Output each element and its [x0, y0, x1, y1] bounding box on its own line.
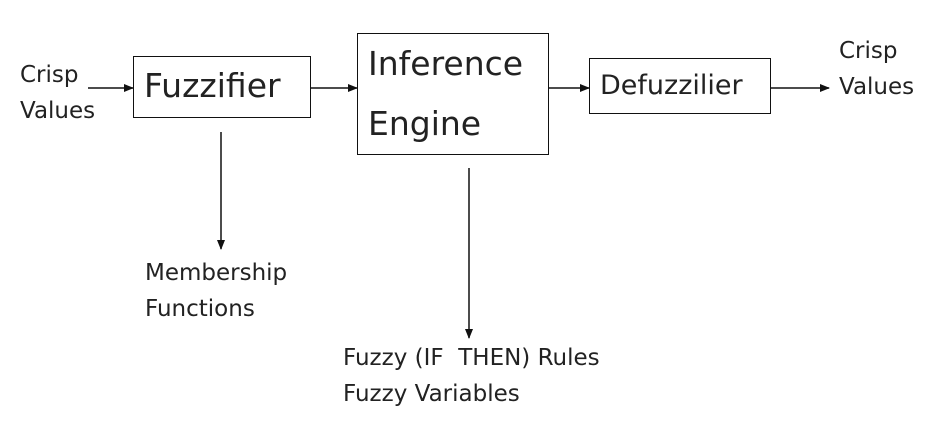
fuzzy-rules-note: Fuzzy (IF THEN) Rules Fuzzy Variables	[343, 347, 600, 406]
rules-note-line2: Fuzzy Variables	[343, 381, 520, 407]
fuzzifier-label: Fuzzifier	[144, 66, 281, 105]
output-crisp-values-label: Crisp Values	[839, 40, 914, 99]
defuzzifier-label: Defuzzilier	[600, 70, 743, 101]
input-label-line2: Values	[20, 98, 96, 124]
input-label-line1: Crisp	[20, 62, 79, 88]
membership-note-line1: Membership	[145, 260, 288, 286]
rules-note-line1: Fuzzy (IF THEN) Rules	[343, 345, 600, 371]
inference-engine-box: Inference Engine	[357, 33, 549, 155]
membership-functions-note: Membership Functions	[145, 262, 287, 321]
membership-note-line2: Functions	[145, 296, 255, 322]
output-label-line1: Crisp	[839, 38, 898, 64]
fuzzifier-box: Fuzzifier	[133, 56, 311, 118]
inference-engine-line2: Engine	[368, 104, 482, 143]
inference-engine-line1: Inference	[368, 44, 524, 83]
inference-engine-label: Inference Engine	[368, 47, 523, 140]
defuzzifier-box: Defuzzilier	[589, 58, 771, 114]
output-label-line2: Values	[839, 74, 915, 100]
input-crisp-values-label: Crisp Values	[20, 64, 95, 123]
